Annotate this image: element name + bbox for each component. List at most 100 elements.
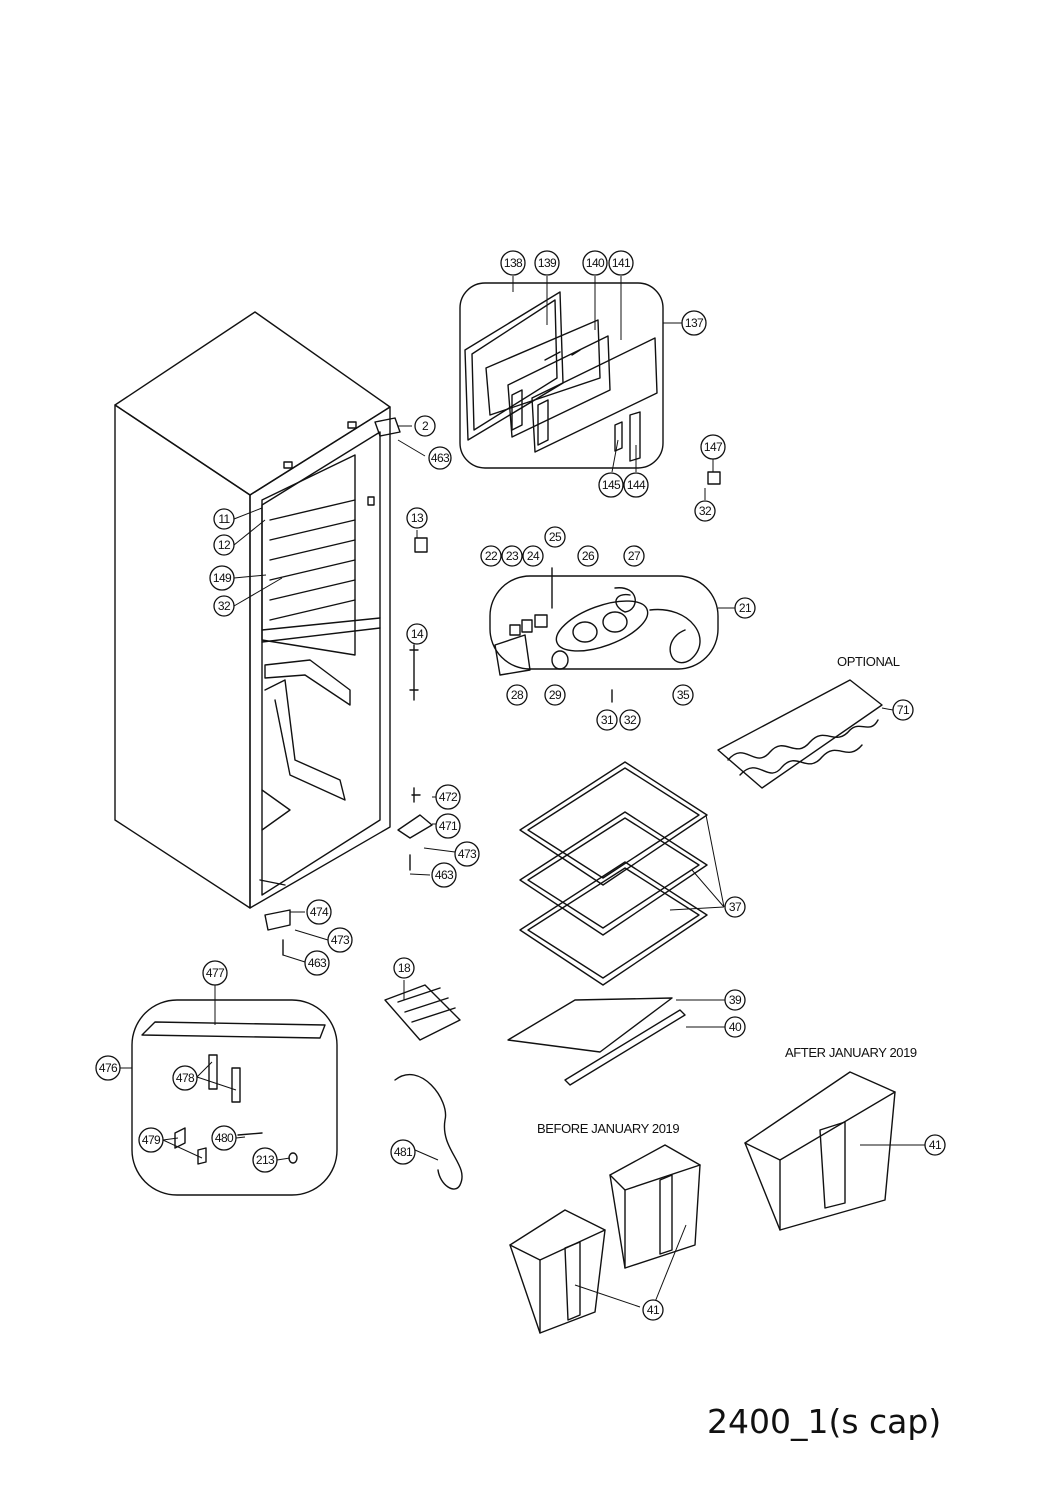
callout-18: 18 bbox=[393, 957, 415, 979]
callout-463: 463 bbox=[304, 950, 330, 976]
svg-text:473: 473 bbox=[331, 933, 350, 947]
svg-text:145: 145 bbox=[602, 478, 621, 492]
svg-text:71: 71 bbox=[897, 703, 910, 717]
svg-text:23: 23 bbox=[506, 549, 519, 563]
callout-213: 213 bbox=[252, 1147, 278, 1173]
svg-text:463: 463 bbox=[308, 956, 327, 970]
svg-text:477: 477 bbox=[206, 966, 225, 980]
svg-text:463: 463 bbox=[431, 451, 450, 465]
svg-text:472: 472 bbox=[439, 790, 458, 804]
svg-text:32: 32 bbox=[624, 713, 637, 727]
leader-lines bbox=[120, 276, 925, 1308]
note-after-january-2019: AFTER JANUARY 2019 bbox=[785, 1045, 917, 1060]
egg-tray bbox=[384, 984, 461, 1041]
callout-480: 480 bbox=[211, 1125, 237, 1151]
svg-text:479: 479 bbox=[142, 1133, 161, 1147]
door-assembly bbox=[464, 291, 658, 462]
control-assembly bbox=[494, 567, 701, 703]
svg-text:29: 29 bbox=[549, 688, 562, 702]
callout-137: 137 bbox=[681, 310, 707, 336]
callout-2: 2 bbox=[414, 415, 436, 437]
callout-139: 139 bbox=[534, 250, 560, 276]
svg-text:139: 139 bbox=[538, 256, 557, 270]
svg-text:137: 137 bbox=[685, 316, 704, 330]
svg-text:480: 480 bbox=[215, 1131, 234, 1145]
callout-477: 477 bbox=[202, 960, 228, 986]
svg-text:24: 24 bbox=[527, 549, 540, 563]
note-before-january-2019: BEFORE JANUARY 2019 bbox=[537, 1121, 679, 1136]
hinge-group-frame bbox=[131, 999, 338, 1196]
svg-text:213: 213 bbox=[256, 1153, 275, 1167]
control-group-frame bbox=[489, 575, 719, 670]
svg-text:147: 147 bbox=[704, 440, 723, 454]
svg-text:31: 31 bbox=[601, 713, 614, 727]
callout-472: 472 bbox=[435, 784, 461, 810]
callout-473: 473 bbox=[454, 841, 480, 867]
svg-text:35: 35 bbox=[677, 688, 690, 702]
callout-478: 478 bbox=[172, 1065, 198, 1091]
svg-text:32: 32 bbox=[218, 599, 231, 613]
svg-text:149: 149 bbox=[213, 571, 232, 585]
svg-text:40: 40 bbox=[729, 1020, 742, 1034]
callout-40: 40 bbox=[724, 1016, 746, 1038]
callout-138: 138 bbox=[500, 250, 526, 276]
hinge-assembly bbox=[141, 1021, 326, 1165]
svg-text:26: 26 bbox=[582, 549, 595, 563]
svg-text:41: 41 bbox=[929, 1138, 942, 1152]
callout-32: 32 bbox=[694, 500, 716, 522]
callout-145: 145 bbox=[598, 472, 624, 498]
svg-text:476: 476 bbox=[99, 1061, 118, 1075]
refrigerator-cabinet bbox=[114, 311, 401, 909]
svg-text:25: 25 bbox=[549, 530, 562, 544]
svg-text:32: 32 bbox=[699, 504, 712, 518]
callout-21: 21 bbox=[734, 597, 756, 619]
callout-71: 71 bbox=[892, 699, 914, 721]
callout-140: 140 bbox=[582, 250, 608, 276]
svg-text:14: 14 bbox=[411, 627, 424, 641]
callout-26: 26 bbox=[577, 545, 599, 567]
callout-463: 463 bbox=[431, 862, 457, 888]
svg-text:471: 471 bbox=[439, 819, 458, 833]
callout-32: 32 bbox=[619, 709, 641, 731]
svg-text:478: 478 bbox=[176, 1071, 195, 1085]
callout-463: 463 bbox=[428, 446, 452, 470]
callout-11: 11 bbox=[213, 508, 235, 530]
callout-13: 13 bbox=[406, 507, 428, 529]
callout-29: 29 bbox=[544, 684, 566, 706]
svg-text:140: 140 bbox=[586, 256, 605, 270]
gasket-loop bbox=[394, 1073, 463, 1190]
svg-text:21: 21 bbox=[739, 601, 752, 615]
callout-479: 479 bbox=[138, 1127, 164, 1153]
svg-text:144: 144 bbox=[627, 478, 646, 492]
svg-text:463: 463 bbox=[435, 868, 454, 882]
svg-text:18: 18 bbox=[398, 961, 411, 975]
callout-473: 473 bbox=[327, 927, 353, 953]
callout-476: 476 bbox=[95, 1055, 121, 1081]
svg-text:474: 474 bbox=[310, 905, 329, 919]
callout-474: 474 bbox=[306, 899, 332, 925]
callout-25: 25 bbox=[544, 526, 566, 548]
callout-28: 28 bbox=[506, 684, 528, 706]
callout-149: 149 bbox=[209, 565, 235, 591]
callout-24: 24 bbox=[522, 545, 544, 567]
callout-14: 14 bbox=[406, 623, 428, 645]
callout-41: 41 bbox=[924, 1134, 946, 1156]
glass-shelves bbox=[507, 761, 708, 1086]
svg-text:37: 37 bbox=[729, 900, 742, 914]
svg-text:27: 27 bbox=[628, 549, 641, 563]
callout-144: 144 bbox=[623, 472, 649, 498]
callout-37: 37 bbox=[724, 896, 746, 918]
callout-31: 31 bbox=[596, 709, 618, 731]
callout-39: 39 bbox=[724, 989, 746, 1011]
callout-481: 481 bbox=[390, 1139, 416, 1165]
callout-141: 141 bbox=[608, 250, 634, 276]
svg-text:473: 473 bbox=[458, 847, 477, 861]
callout-41: 41 bbox=[642, 1299, 664, 1321]
callout-22: 22 bbox=[480, 545, 502, 567]
callout-27: 27 bbox=[623, 545, 645, 567]
svg-text:39: 39 bbox=[729, 993, 742, 1007]
svg-text:13: 13 bbox=[411, 511, 424, 525]
small-parts bbox=[264, 471, 721, 956]
callout-12: 12 bbox=[213, 534, 235, 556]
